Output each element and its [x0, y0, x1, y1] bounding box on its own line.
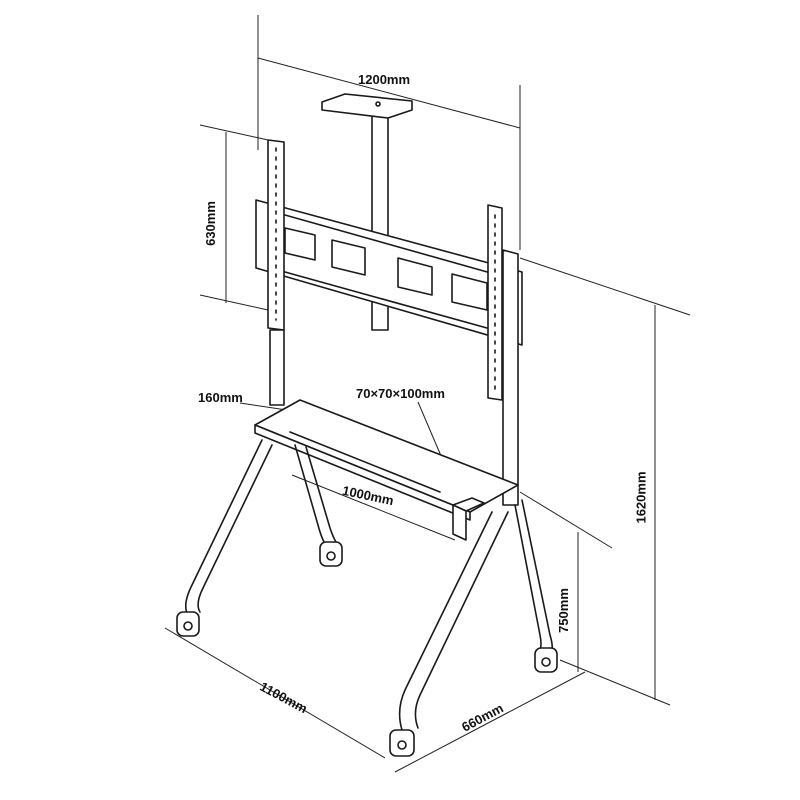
caster-left-front: [176, 611, 200, 637]
shelf-slot: [289, 431, 441, 493]
shelf: [254, 399, 519, 541]
shelf-ext: [519, 491, 613, 549]
base-width-line: [164, 627, 386, 759]
total-ext-bottom: [559, 659, 671, 706]
left-front-leg: [184, 439, 273, 616]
right-front-leg: [398, 511, 509, 731]
dimension-lines: [164, 15, 691, 773]
casters: [176, 541, 558, 757]
caster-right-back: [534, 647, 558, 673]
camera-shelf: [321, 93, 413, 119]
width-dimension-line: [257, 57, 521, 129]
right-back-leg: [514, 499, 554, 651]
mount-ext-bottom: [199, 294, 269, 311]
right-upright: [502, 249, 519, 506]
total-height-label: 1620mm: [633, 471, 649, 524]
left-upright: [269, 329, 285, 406]
frame-uprights: [269, 249, 519, 506]
mount-height-label: 630mm: [202, 201, 218, 246]
shelf-depth-label: 160mm: [198, 390, 243, 405]
mount-plate: [255, 139, 523, 401]
total-ext-top: [519, 257, 691, 316]
shelf-width-line: [291, 474, 456, 541]
mount-ext-top: [199, 124, 269, 141]
camera-box-label: 70×70×100mm: [356, 386, 445, 401]
caster-right-front: [389, 729, 415, 757]
base-depth-line: [394, 671, 586, 773]
width-label: 1200mm: [358, 72, 411, 87]
plate-body: [255, 199, 523, 346]
right-rail: [487, 204, 503, 401]
caster-left-back: [319, 541, 343, 567]
shelf-height-label: 750mm: [555, 588, 571, 633]
